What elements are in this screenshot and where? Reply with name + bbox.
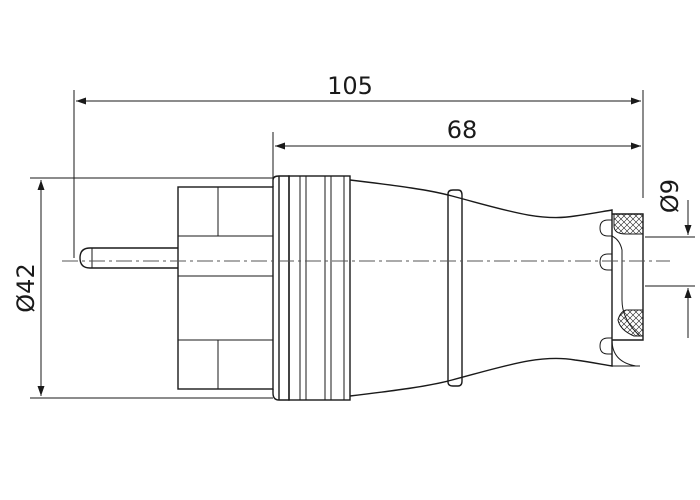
gland-bump-bot xyxy=(599,337,613,355)
dimension-body-length: 68 xyxy=(275,116,641,150)
flange-ring xyxy=(272,175,290,401)
dimension-diameter-9: Ø9 xyxy=(656,179,692,338)
handle-ring xyxy=(447,189,463,387)
plug-outline xyxy=(79,175,644,401)
plug-face xyxy=(177,186,274,390)
gland-bump-mid xyxy=(599,253,613,271)
knurl-bottom xyxy=(617,309,644,337)
knurl-top xyxy=(613,213,644,235)
dimension-label-diameter-9: Ø9 xyxy=(656,179,684,213)
dimension-overall-length: 105 xyxy=(76,72,641,105)
grip-body xyxy=(288,175,351,401)
dimension-label-68: 68 xyxy=(447,116,478,144)
handle-taper xyxy=(349,179,613,397)
extension-lines xyxy=(30,90,695,399)
gland-bump-top xyxy=(599,219,613,237)
dimension-diameter-42: Ø42 xyxy=(12,180,45,396)
dimension-label-105: 105 xyxy=(327,72,373,100)
dimension-label-diameter-42: Ø42 xyxy=(12,263,40,312)
contact-pin xyxy=(79,247,178,269)
